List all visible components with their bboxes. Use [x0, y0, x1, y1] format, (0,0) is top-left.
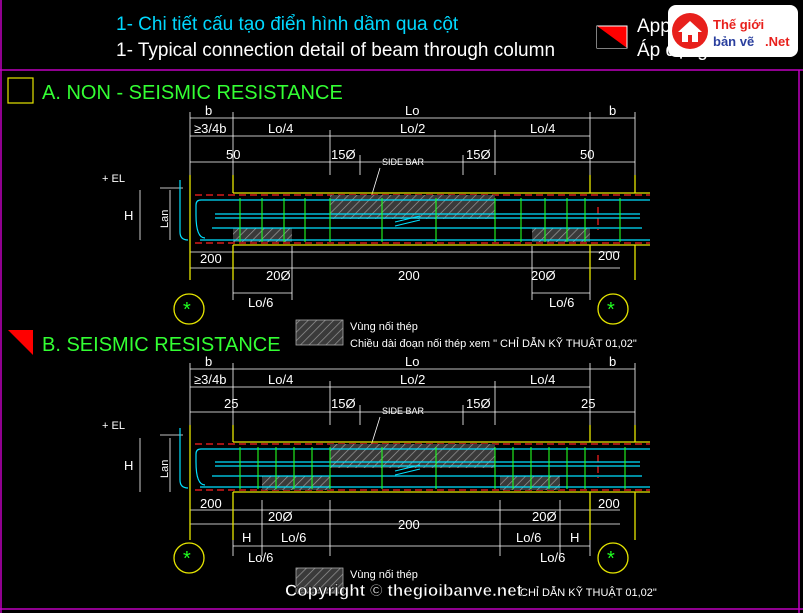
dim-b-lo4-left: Lo/4 — [268, 372, 293, 387]
lap-zone-left-b — [262, 476, 330, 490]
dim-b-lo4-right: Lo/4 — [530, 372, 555, 387]
h-label-a: H — [124, 208, 133, 223]
dim-b-34b: ≥3/4b — [194, 372, 226, 387]
dim-a-200-right: 200 — [598, 248, 620, 263]
dim-b-b-right: b — [609, 354, 616, 369]
legend-b: Vùng nối thép CHỈ DẪN KỸ THUẬT 01,02" — [295, 567, 657, 599]
lap-zone-top-b — [330, 444, 495, 468]
side-bar-label-b: SIDE BAR — [382, 406, 425, 416]
axis-mark-a-left: * — [183, 299, 191, 321]
grid-axis-a-left — [173, 293, 205, 325]
axis-mark-b-right: * — [607, 548, 615, 570]
legend-line1: Vùng nối thép — [350, 321, 418, 333]
lan-label-b: Lan — [159, 460, 171, 478]
dim-b-h-right: H — [570, 530, 579, 545]
dim-a-200-center: 200 — [398, 268, 420, 283]
title-vietnamese: 1- Chi tiết cấu tạo điển hình dầm qua cộ… — [116, 14, 459, 35]
dim-b-lo6-lower-right: Lo/6 — [540, 550, 565, 565]
legend-line2: Chiều dài đoạn nối thép xem " CHỈ DẪN KỸ… — [350, 337, 637, 350]
dim-b-lo: Lo — [405, 354, 419, 369]
dim-a-lo6-left: Lo/6 — [248, 295, 273, 310]
dim-a-lo4-right: Lo/4 — [530, 121, 555, 136]
dim-a-15phi-left: 15Ø — [331, 147, 356, 162]
dim-a-200-left: 200 — [200, 251, 222, 266]
dim-a-20phi-left: 20Ø — [266, 268, 291, 283]
lap-zone-right-b — [500, 476, 560, 490]
axis-mark-b-left: * — [183, 548, 191, 570]
section-a-marker — [7, 77, 34, 104]
copyright-watermark: Copyright © thegioibanve.net — [285, 581, 523, 600]
section-b-heading: B. SEISMIC RESISTANCE — [42, 334, 281, 356]
dim-b-15phi-left: 15Ø — [331, 396, 356, 411]
logo-text-1: Thế giới — [713, 17, 764, 32]
lan-label-a: Lan — [159, 210, 171, 228]
dim-a-lo: Lo — [405, 103, 419, 118]
dim-b-lo6-right: Lo/6 — [516, 530, 541, 545]
dim-a-lo4-left: Lo/4 — [268, 121, 293, 136]
dim-b-200-left: 200 — [200, 496, 222, 511]
dim-b-b-left: b — [205, 354, 212, 369]
legend-b-hatch-swatch — [295, 567, 344, 594]
dim-a-b-right: b — [609, 103, 616, 118]
dim-b-20phi-left: 20Ø — [268, 509, 293, 524]
section-b: B. SEISMIC RESISTANCE b — [8, 330, 650, 574]
dim-b-15phi-right: 15Ø — [466, 396, 491, 411]
lap-zone-top-a — [330, 195, 495, 219]
dim-a-lo6-right: Lo/6 — [549, 295, 574, 310]
dim-a-15phi-right: 15Ø — [466, 147, 491, 162]
section-a-heading: A. NON - SEISMIC RESISTANCE — [42, 82, 343, 104]
grid-axis-b-left — [173, 542, 205, 574]
axis-mark-a-right: * — [607, 299, 615, 321]
dim-b-200-right: 200 — [598, 496, 620, 511]
lap-zone-right-a — [532, 228, 590, 242]
legend-a: Vùng nối thép Chiều dài đoạn nối thép xe… — [295, 319, 637, 350]
grid-axis-a-right — [597, 293, 629, 325]
apply-box-triangle — [597, 26, 627, 48]
logo-text-3: .Net — [765, 34, 790, 49]
legend-b-line1: Vùng nối thép — [350, 569, 418, 581]
title-english: 1- Typical connection detail of beam thr… — [116, 40, 555, 61]
dim-a-50-left: 50 — [226, 147, 240, 162]
dim-b-lo6-lower-left: Lo/6 — [248, 550, 273, 565]
logo-text-2: bản vẽ — [713, 34, 754, 49]
dim-b-20phi-right: 20Ø — [532, 509, 557, 524]
dim-b-25-right: 25 — [581, 396, 595, 411]
dim-a-34b: ≥3/4b — [194, 121, 226, 136]
dim-a-b-left: b — [205, 103, 212, 118]
dim-a-lo2: Lo/2 — [400, 121, 425, 136]
el-label-b: + EL — [102, 420, 125, 432]
grid-axis-b-right — [597, 542, 629, 574]
dim-a-20phi-right: 20Ø — [531, 268, 556, 283]
legend-hatch-swatch — [295, 319, 344, 346]
side-bar-label-a: SIDE BAR — [382, 157, 425, 167]
dim-a-50-right: 50 — [580, 147, 594, 162]
section-a: A. NON - SEISMIC RESISTANCE — [7, 77, 650, 325]
el-label-a: + EL — [102, 173, 125, 185]
dim-b-lo6-left: Lo/6 — [281, 530, 306, 545]
dim-b-h-left: H — [242, 530, 251, 545]
h-label-b: H — [124, 458, 133, 473]
dim-b-200-center: 200 — [398, 517, 420, 532]
legend-b-line2: CHỈ DẪN KỸ THUẬT 01,02" — [520, 586, 657, 599]
dim-b-lo2: Lo/2 — [400, 372, 425, 387]
dim-b-25-left: 25 — [224, 396, 238, 411]
